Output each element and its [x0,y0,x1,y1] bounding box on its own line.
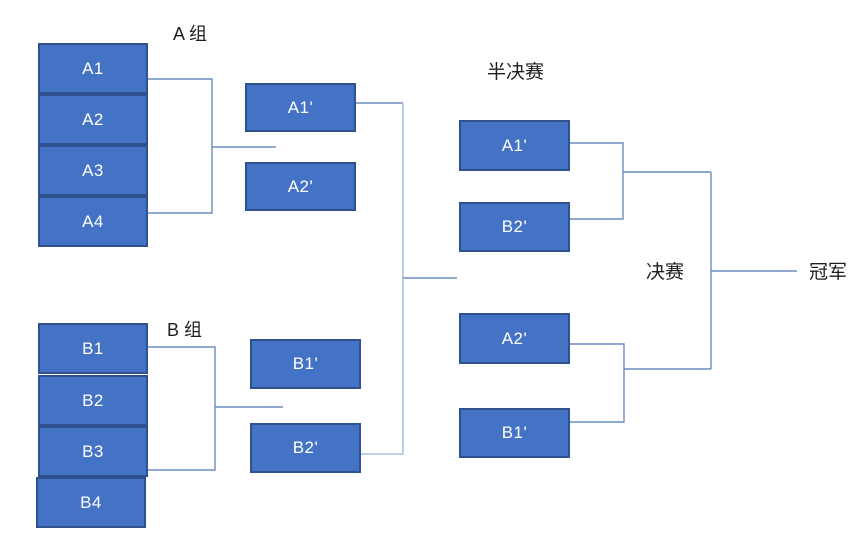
group-b-label: B 组 [167,320,203,340]
connector-semifinal1-bracket [570,142,624,220]
box-semifinal1-bottom: B2' [459,202,570,252]
champion-label: 冠军 [809,262,848,283]
box-team-b1: B1 [38,323,148,374]
box-semifinal1-top: A1' [459,120,570,171]
final-label: 决赛 [646,262,685,283]
box-winner-b2: B2' [250,423,361,473]
box-team-a4: A4 [38,196,148,247]
semifinal-label: 半决赛 [487,62,545,83]
box-winner-b1: B1' [250,339,361,389]
box-team-b4: B4 [36,477,146,528]
connector-semifinal2-bracket [570,343,625,423]
box-team-a2: A2 [38,94,148,145]
box-team-b3: B3 [38,426,148,477]
box-team-b2: B2 [38,375,148,426]
connector-group-a-bracket [148,78,213,214]
box-team-a3: A3 [38,145,148,196]
group-a-label: A 组 [173,24,208,44]
box-winner-a2: A2' [245,162,356,211]
box-winner-a1: A1' [245,83,356,132]
box-semifinal2-bottom: B1' [459,408,570,458]
box-semifinal2-top: A2' [459,313,570,364]
box-team-a1: A1 [38,43,148,94]
connector-group-b-bracket [148,346,216,471]
